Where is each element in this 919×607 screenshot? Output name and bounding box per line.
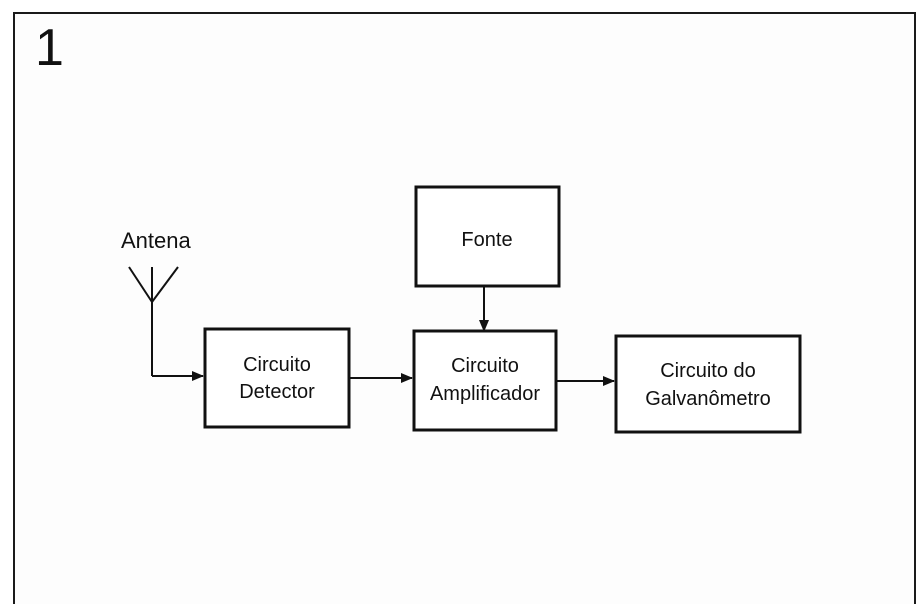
- block-detector: Circuito Detector: [203, 327, 351, 429]
- block-detector-label-1: Circuito: [243, 354, 311, 376]
- antenna-label: Antena: [121, 228, 191, 253]
- figure-frame: [13, 12, 916, 604]
- block-amplificador: Circuito Amplificador: [412, 329, 558, 432]
- block-fonte-label: Fonte: [461, 229, 512, 251]
- block-galvanometro: Circuito do Galvanômetro: [614, 334, 802, 434]
- block-galvanometro-label-2: Galvanômetro: [645, 388, 771, 410]
- block-galvanometro-label-1: Circuito do: [660, 360, 756, 382]
- figure-number: 1: [35, 19, 64, 77]
- block-amplificador-label-1: Circuito: [451, 355, 519, 377]
- block-fonte: Fonte: [414, 185, 561, 288]
- block-detector-label-2: Detector: [239, 381, 315, 403]
- antenna-icon: [128, 266, 204, 381]
- block-amplificador-label-2: Amplificador: [430, 383, 540, 405]
